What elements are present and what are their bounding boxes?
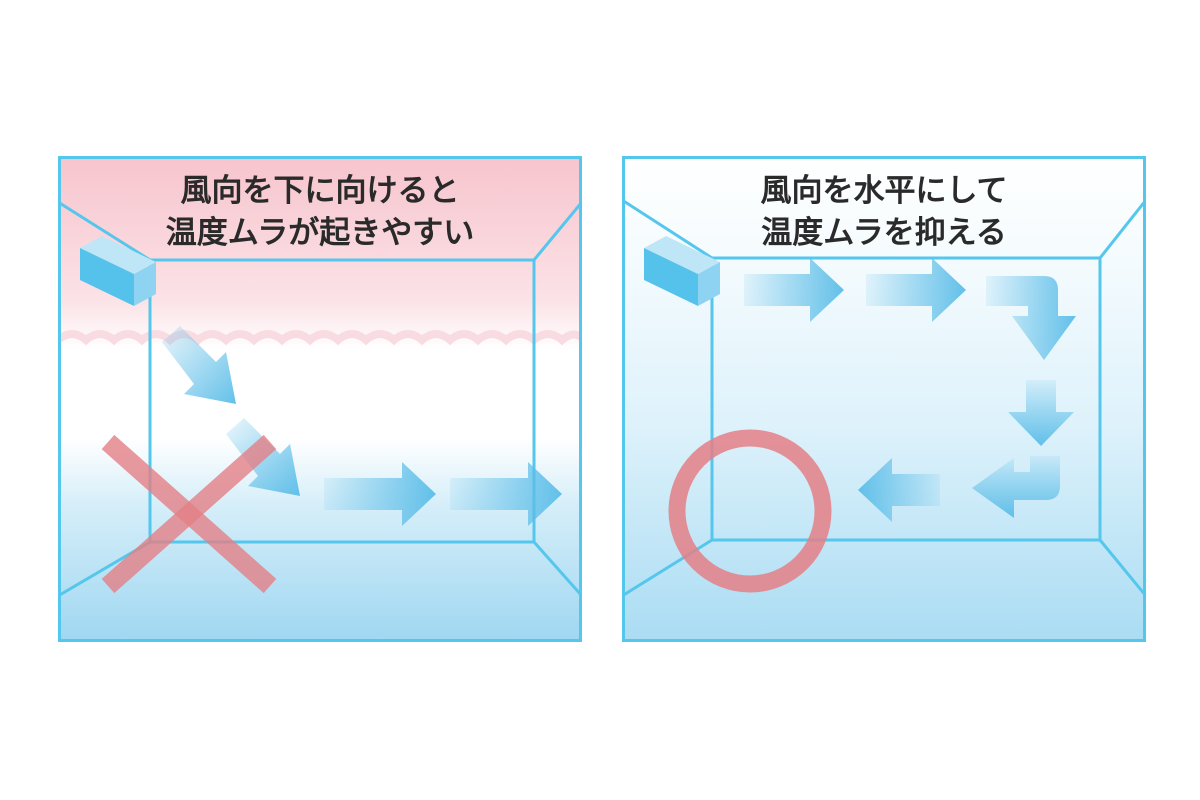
air-conditioner-icon [80,236,156,306]
caption-line-2: 温度ムラが起きやすい [165,215,475,251]
airflow-arrow-corner-left [972,456,1060,518]
circle-mark-icon [668,429,832,593]
room-diagram-right [622,156,1146,642]
airflow-arrow-down-1 [162,326,236,404]
caption-line-1: 風向を水平にして [760,173,1008,209]
airflow-arrow-right-2 [450,462,562,526]
airflow-arrow-right-2 [866,258,966,322]
caption-line-1: 風向を下に向けると [180,173,460,209]
warm-air-layer [58,330,582,346]
room-diagram-left [58,156,582,642]
airflow-arrow-corner-down [986,276,1076,360]
air-conditioner-icon [644,236,720,306]
cross-mark-icon [101,434,277,594]
panel-frame [622,156,1146,642]
caption-horizontal-airflow: 風向を水平にして 温度ムラを抑える [622,170,1146,254]
airflow-arrow-right-1 [744,258,844,322]
caption-line-2: 温度ムラを抑える [761,215,1007,251]
airflow-arrow-right-1 [324,462,436,526]
panel-horizontal-airflow: 風向を水平にして 温度ムラを抑える [622,156,1146,642]
airflow-arrow-left [858,458,940,522]
caption-downward-airflow: 風向を下に向けると 温度ムラが起きやすい [58,170,582,254]
room-perspective-lines [58,200,582,598]
panel-downward-airflow: 風向を下に向けると 温度ムラが起きやすい [58,156,582,642]
airflow-arrow-down [1008,380,1074,446]
panel-frame [58,156,582,642]
air-temperature-background [622,156,1146,642]
